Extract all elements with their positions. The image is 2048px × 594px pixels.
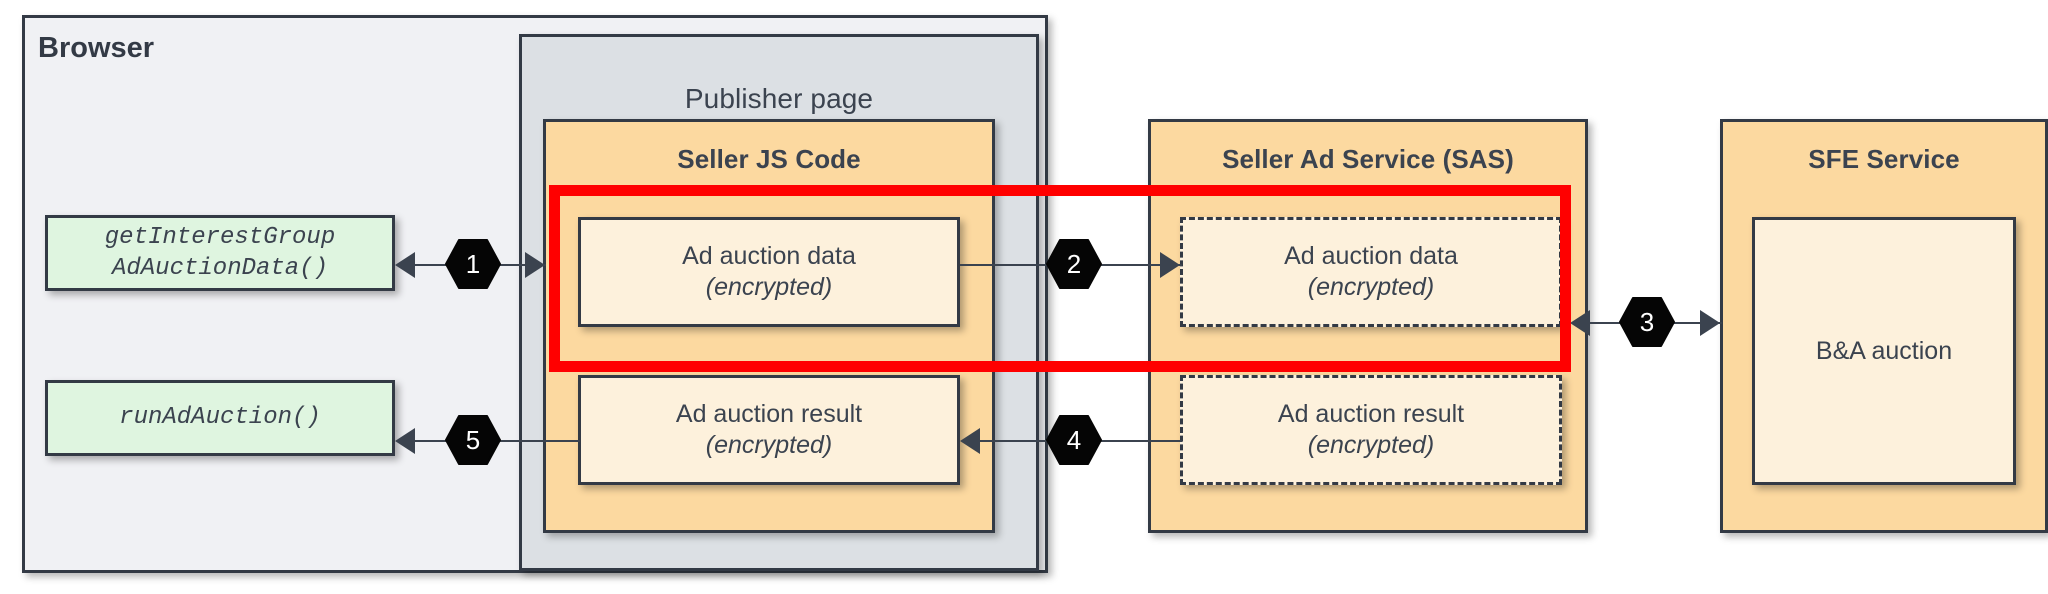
arrowhead-step-1-left [395,252,415,278]
arrowhead-step-4-left [960,428,980,454]
api-box-run-ad-auction: runAdAuction() [45,380,395,456]
arrowhead-step-5-left [395,428,415,454]
browser-label: Browser [38,32,155,64]
step-badge-5: 5 [445,415,501,465]
sas-ad-auction-data-line1: Ad auction data [1284,242,1458,270]
seller-js-ad-auction-data-line1: Ad auction data [682,242,856,270]
arrowhead-step-2-right [1160,252,1180,278]
sfe-bna-auction-label: B&A auction [1815,336,1953,365]
sfe-bna-auction-box: B&A auction [1752,217,2016,485]
seller-js-code-title: Seller JS Code [677,144,861,174]
publisher-page-title: Publisher page [684,83,874,114]
sas-ad-auction-result-box: Ad auction result (encrypted) [1180,375,1562,485]
step-badge-3-number: 3 [1639,307,1655,337]
seller-js-ad-auction-result-line2: (encrypted) [705,431,833,459]
step-badge-5-number: 5 [465,425,481,455]
seller-js-ad-auction-result-box: Ad auction result (encrypted) [578,375,960,485]
seller-js-ad-auction-data-line2: (encrypted) [705,273,833,301]
step-badge-2: 2 [1046,239,1102,289]
seller-js-ad-auction-result-line1: Ad auction result [675,400,863,428]
arrowhead-step-1-right [525,252,545,278]
step-badge-3: 3 [1619,297,1675,347]
sas-ad-auction-result-line1: Ad auction result [1277,400,1465,428]
sas-ad-auction-data-line2: (encrypted) [1307,273,1435,301]
seller-ad-service-title: Seller Ad Service (SAS) [1222,144,1514,174]
step-badge-1-number: 1 [465,249,481,279]
sfe-service-title: SFE Service [1808,144,1960,174]
api-box-get-interest-group-ad-auction-data: getInterestGroup AdAuctionData() [45,215,395,291]
arrowhead-step-3-right [1700,310,1720,336]
sas-ad-auction-data-box: Ad auction data (encrypted) [1180,217,1562,327]
step-badge-4-number: 4 [1066,425,1082,455]
sas-ad-auction-result-line2: (encrypted) [1307,431,1435,459]
seller-js-ad-auction-data-box: Ad auction data (encrypted) [578,217,960,327]
step-badge-2-number: 2 [1066,249,1082,279]
step-badge-4: 4 [1046,415,1102,465]
arrowhead-step-3-left [1570,310,1590,336]
step-badge-1: 1 [445,239,501,289]
